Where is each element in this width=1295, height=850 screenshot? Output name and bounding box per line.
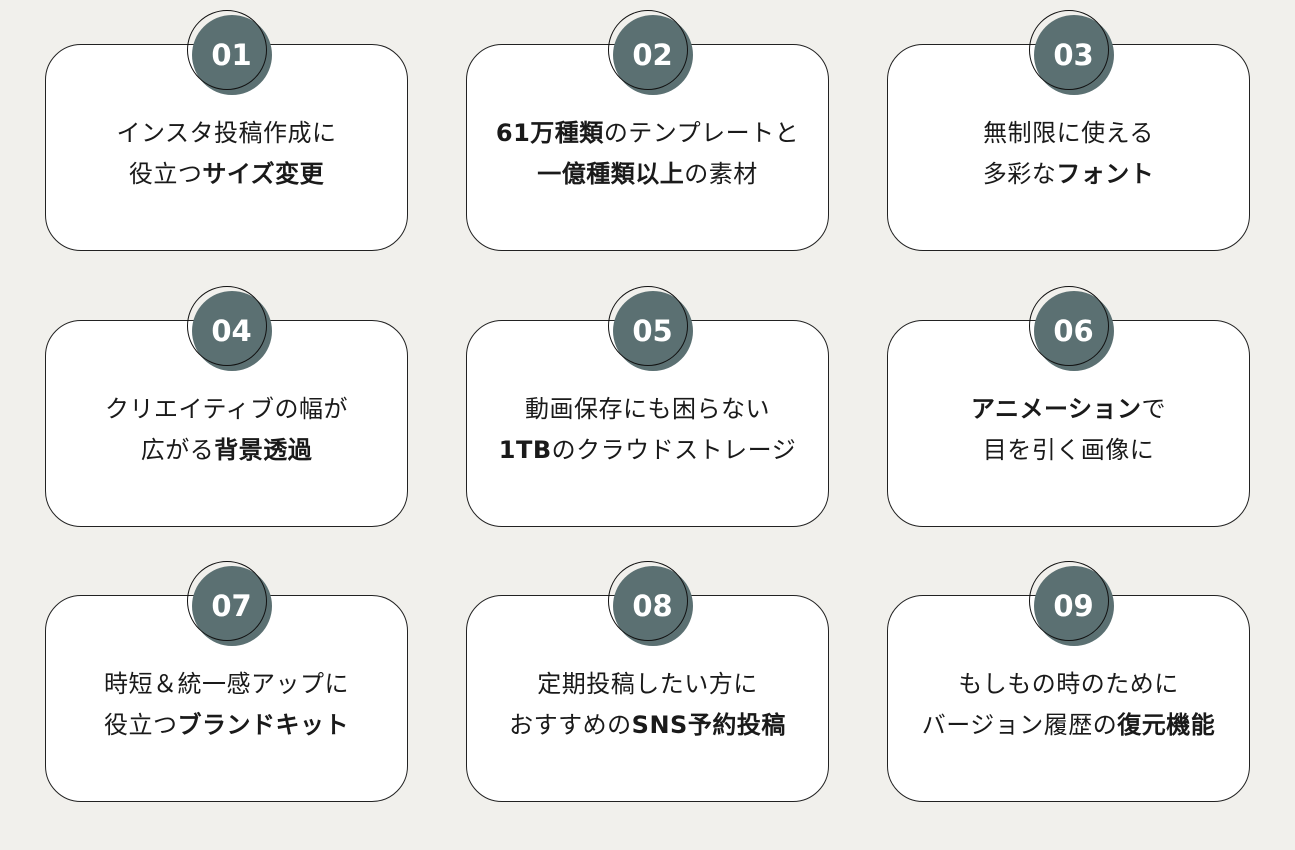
feature-card: 09 もしもの時のためにバージョン履歴の復元機能 xyxy=(887,561,1250,802)
feature-line: 61万種類のテンプレートと xyxy=(467,113,828,154)
badge-number: 08 xyxy=(632,589,673,623)
badge-number: 01 xyxy=(211,38,252,72)
feature-text-segment: 無制限に使える xyxy=(983,119,1154,147)
feature-card: 06 アニメーションで目を引く画像に xyxy=(887,286,1250,527)
badge-ring xyxy=(607,561,688,641)
number-badge: 02 xyxy=(607,10,693,95)
feature-text-segment: で xyxy=(1141,395,1167,423)
number-badge: 07 xyxy=(186,561,272,646)
feature-card: 08 定期投稿したい方におすすめのSNS予約投稿 xyxy=(466,561,829,802)
feature-line: インスタ投稿作成に xyxy=(46,113,407,154)
feature-text: 定期投稿したい方におすすめのSNS予約投稿 xyxy=(467,664,828,746)
feature-text: アニメーションで目を引く画像に xyxy=(888,389,1249,471)
badge-number: 09 xyxy=(1053,589,1094,623)
feature-text-segment: インスタ投稿作成に xyxy=(116,119,337,147)
feature-line: 無制限に使える xyxy=(888,113,1249,154)
badge-number: 02 xyxy=(632,38,673,72)
feature-line: アニメーションで xyxy=(888,389,1249,430)
feature-line: 動画保存にも困らない xyxy=(467,389,828,430)
number-badge: 03 xyxy=(1028,10,1114,95)
feature-text-segment: のクラウドストレージ xyxy=(551,436,797,464)
badge-ring xyxy=(1028,286,1109,366)
feature-text-segment: 役立つ xyxy=(128,160,203,188)
feature-highlight: 背景透過 xyxy=(214,436,313,464)
feature-text-segment: 定期投稿したい方に xyxy=(537,670,758,698)
badge-ring xyxy=(186,286,267,366)
feature-text-segment: 動画保存にも困らない xyxy=(525,395,770,423)
feature-text-segment: のテンプレートと xyxy=(603,119,800,147)
feature-highlight: フォント xyxy=(1056,160,1155,188)
feature-line: 役立つブランドキット xyxy=(46,705,407,746)
feature-line: もしもの時のために xyxy=(888,664,1249,705)
feature-text: 動画保存にも困らない 1TBのクラウドストレージ xyxy=(467,389,828,471)
feature-card: 05 動画保存にも困らない 1TBのクラウドストレージ xyxy=(466,286,829,527)
feature-line: バージョン履歴の復元機能 xyxy=(888,705,1249,746)
feature-line: 1TBのクラウドストレージ xyxy=(467,430,828,471)
feature-text-segment: もしもの時のために xyxy=(958,670,1179,698)
feature-text: もしもの時のためにバージョン履歴の復元機能 xyxy=(888,664,1249,746)
feature-line: 多彩なフォント xyxy=(888,154,1249,195)
badge-ring xyxy=(607,286,688,366)
feature-text: インスタ投稿作成に役立つサイズ変更 xyxy=(46,113,407,195)
feature-highlight: 一億種類以上 xyxy=(537,160,685,188)
feature-text-segment: 広がる xyxy=(140,436,215,464)
feature-highlight: ブランドキット xyxy=(177,711,349,739)
feature-highlight: 1TB xyxy=(498,436,552,464)
badge-number: 06 xyxy=(1053,314,1094,348)
number-badge: 01 xyxy=(186,10,272,95)
badge-ring xyxy=(186,561,267,641)
feature-text-segment: 目を引く画像に xyxy=(982,436,1155,464)
feature-highlight: 61万種類 xyxy=(495,119,604,147)
feature-line: 広がる背景透過 xyxy=(46,430,407,471)
feature-card: 04 クリエイティブの幅が広がる背景透過 xyxy=(45,286,408,527)
feature-text: 時短＆統一感アップに役立つブランドキット xyxy=(46,664,407,746)
feature-text-segment: 時短＆統一感アップに xyxy=(104,670,349,698)
number-badge: 06 xyxy=(1028,286,1114,371)
badge-ring xyxy=(1028,561,1109,641)
feature-line: 定期投稿したい方に xyxy=(467,664,828,705)
badge-number: 04 xyxy=(211,314,252,348)
badge-number: 05 xyxy=(632,314,673,348)
badge-ring xyxy=(607,10,688,90)
feature-line: 役立つサイズ変更 xyxy=(46,154,407,195)
badge-ring xyxy=(186,10,267,90)
feature-text-segment: バージョン履歴の xyxy=(921,711,1118,739)
feature-text: 無制限に使える多彩なフォント xyxy=(888,113,1249,195)
feature-text: 61万種類のテンプレートと一億種類以上の素材 xyxy=(467,113,828,195)
feature-highlight: サイズ変更 xyxy=(202,160,325,188)
feature-text-segment: 役立つ xyxy=(104,711,178,739)
feature-text: クリエイティブの幅が広がる背景透過 xyxy=(46,389,407,471)
feature-line: 目を引く画像に xyxy=(888,430,1249,471)
number-badge: 05 xyxy=(607,286,693,371)
feature-highlight: SNS予約投稿 xyxy=(631,711,786,739)
feature-card: 01 インスタ投稿作成に役立つサイズ変更 xyxy=(45,10,408,251)
feature-text-segment: クリエイティブの幅が xyxy=(104,395,349,423)
feature-line: 一億種類以上の素材 xyxy=(467,154,828,195)
feature-line: おすすめのSNS予約投稿 xyxy=(467,705,828,746)
number-badge: 09 xyxy=(1028,561,1114,646)
feature-text-segment: 多彩な xyxy=(982,160,1057,188)
feature-highlight: アニメーション xyxy=(970,395,1142,423)
number-badge: 04 xyxy=(186,286,272,371)
badge-number: 07 xyxy=(211,589,252,623)
feature-text-segment: おすすめの xyxy=(509,711,632,739)
badge-number: 03 xyxy=(1053,38,1094,72)
feature-text-segment: の素材 xyxy=(684,160,758,188)
number-badge: 08 xyxy=(607,561,693,646)
feature-line: 時短＆統一感アップに xyxy=(46,664,407,705)
badge-ring xyxy=(1028,10,1109,90)
feature-highlight: 復元機能 xyxy=(1117,711,1216,739)
feature-line: クリエイティブの幅が xyxy=(46,389,407,430)
